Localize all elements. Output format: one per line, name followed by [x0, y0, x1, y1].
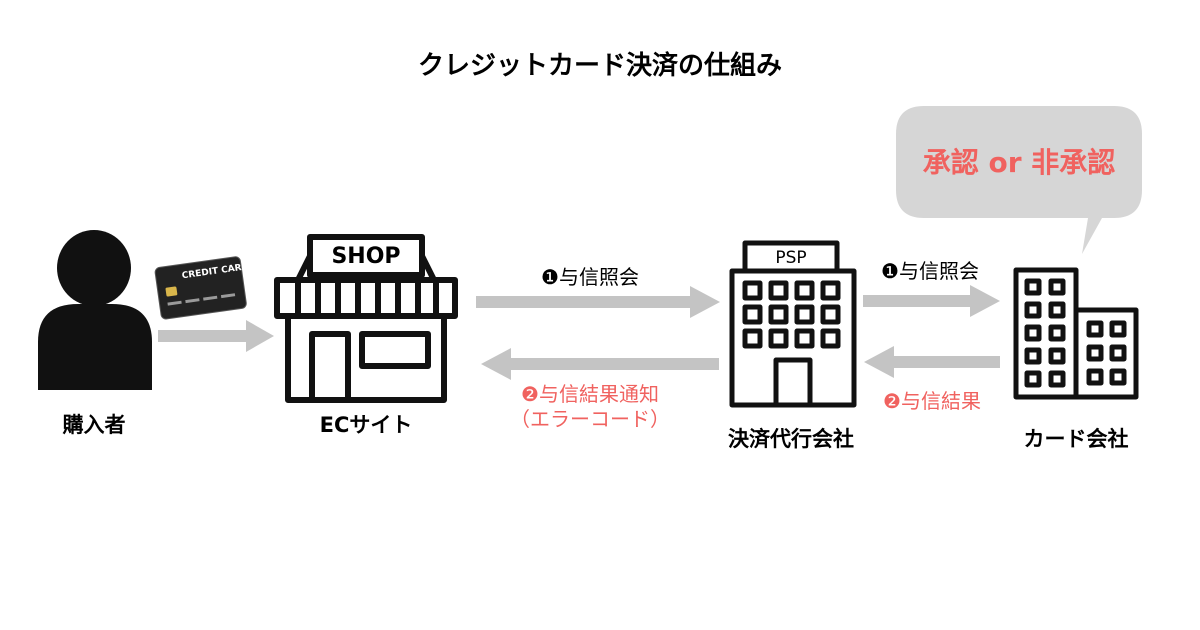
flow-label-shop-to-psp: ❶与信照会: [541, 265, 639, 289]
buildings-icon: [1013, 267, 1139, 400]
flow-label-card-to-psp: ❷与信結果: [883, 389, 981, 413]
psp-sign: PSP: [775, 248, 806, 268]
arrow-card-company-to-psp: [864, 346, 1000, 378]
flow-number: ❶: [881, 259, 899, 283]
flow-label-psp-to-shop-note: （エラーコード）: [510, 407, 670, 431]
credit-card-icon: CREDIT CARD: [154, 256, 250, 320]
approval-result-text: 承認 or 非承認: [923, 146, 1116, 179]
flow-text: 与信照会: [559, 265, 639, 289]
speech-bubble: 承認 or 非承認: [896, 106, 1142, 254]
flow-text: 与信結果: [901, 389, 981, 413]
flow-number: ❶: [541, 265, 559, 289]
flow-label-psp-to-card: ❶与信照会: [881, 259, 979, 283]
shop-label: ECサイト: [320, 413, 413, 437]
person-icon: [38, 230, 152, 390]
buyer-label: 購入者: [62, 413, 126, 437]
flow-number: ❷: [521, 382, 539, 406]
shop-icon: [274, 234, 458, 403]
page-title: クレジットカード決済の仕組み: [418, 50, 782, 81]
arrow-psp-to-card-company: [863, 285, 1000, 317]
flow-label-psp-to-shop: ❷与信結果通知: [521, 382, 659, 406]
card-company-label: カード会社: [1024, 427, 1129, 451]
office-building-icon: [729, 240, 857, 408]
shop-sign: SHOP: [331, 244, 400, 269]
flow-text: 与信結果通知: [539, 382, 659, 406]
arrow-shop-to-psp: [476, 286, 720, 318]
flow-text: 与信照会: [899, 259, 979, 283]
flow-number: ❷: [883, 389, 901, 413]
psp-label: 決済代行会社: [728, 427, 854, 451]
arrow-buyer-to-shop: [158, 320, 274, 352]
arrow-psp-to-shop: [481, 348, 719, 380]
